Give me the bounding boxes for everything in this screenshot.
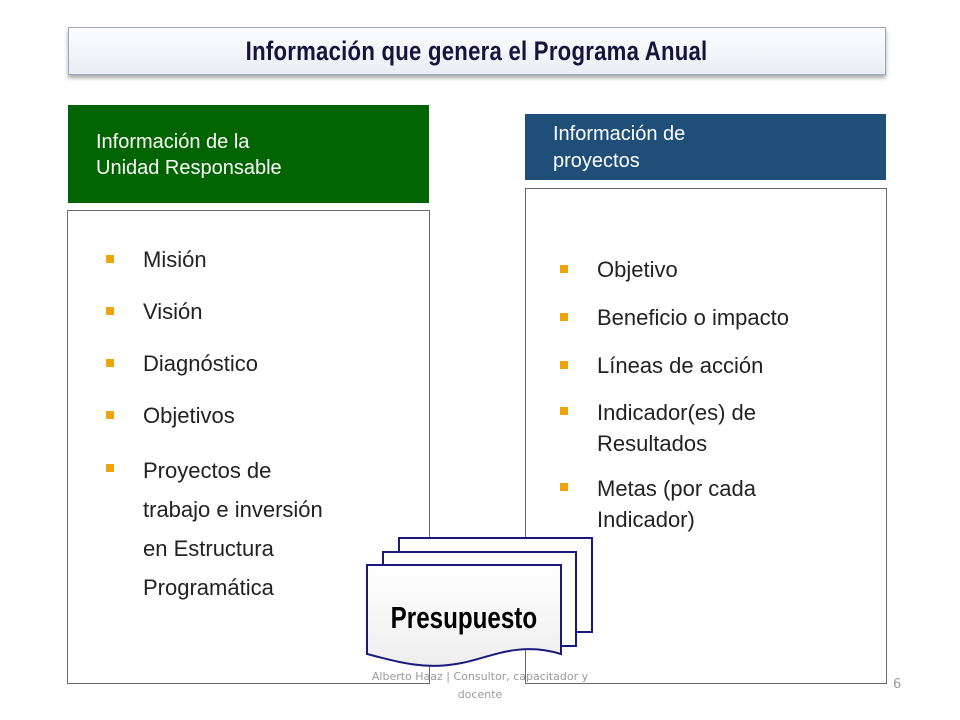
- list-item: Indicador(es) de Resultados: [560, 397, 857, 459]
- list-item: Beneficio o impacto: [560, 301, 857, 335]
- slide-title: Información que genera el Programa Anual: [246, 35, 708, 66]
- unidad-responsable-list: Misión Visión Diagnóstico Objetivos Proy…: [106, 243, 393, 625]
- unidad-responsable-header: Información de la Unidad Responsable: [68, 105, 429, 203]
- unidad-responsable-header-line-1: Información de la: [96, 131, 250, 153]
- list-item: Misión: [106, 243, 393, 277]
- square-bullet-icon: [560, 407, 568, 415]
- square-bullet-icon: [560, 361, 568, 369]
- presupuesto-label-wrap: Presupuesto: [366, 600, 562, 636]
- square-bullet-icon: [106, 464, 114, 472]
- footer-line-1: Alberto Haaz | Consultor, capacitador y: [371, 670, 589, 683]
- square-bullet-icon: [560, 313, 568, 321]
- slide-footer: Alberto Haaz | Consultor, capacitador y …: [340, 668, 620, 704]
- square-bullet-icon: [560, 265, 568, 273]
- proyectos-header-line-1: Información de: [553, 123, 686, 145]
- square-bullet-icon: [106, 255, 114, 263]
- proyectos-header-line-2: proyectos: [553, 150, 640, 172]
- square-bullet-icon: [106, 411, 114, 419]
- document-shape: [366, 564, 562, 667]
- proyectos-list: Objetivo Beneficio o impacto Líneas de a…: [560, 253, 857, 549]
- square-bullet-icon: [106, 359, 114, 367]
- list-item: Objetivos: [106, 399, 393, 433]
- unidad-responsable-header-line-2: Unidad Responsable: [96, 157, 282, 179]
- footer-line-2: docente: [457, 688, 503, 701]
- list-item: Líneas de acción: [560, 349, 857, 383]
- square-bullet-icon: [560, 483, 568, 491]
- presupuesto-label: Presupuesto: [390, 600, 538, 635]
- square-bullet-icon: [106, 307, 114, 315]
- presupuesto-document-icon: Presupuesto: [366, 564, 562, 672]
- list-item: Proyectos de trabajo e inversión en Estr…: [106, 451, 393, 607]
- slide-title-box: Información que genera el Programa Anual: [68, 27, 886, 75]
- list-item: Metas (por cada Indicador): [560, 473, 857, 535]
- list-item: Visión: [106, 295, 393, 329]
- page-number: 6: [893, 677, 902, 692]
- list-item: Objetivo: [560, 253, 857, 287]
- proyectos-header: Información de proyectos: [525, 114, 886, 180]
- list-item: Diagnóstico: [106, 347, 393, 381]
